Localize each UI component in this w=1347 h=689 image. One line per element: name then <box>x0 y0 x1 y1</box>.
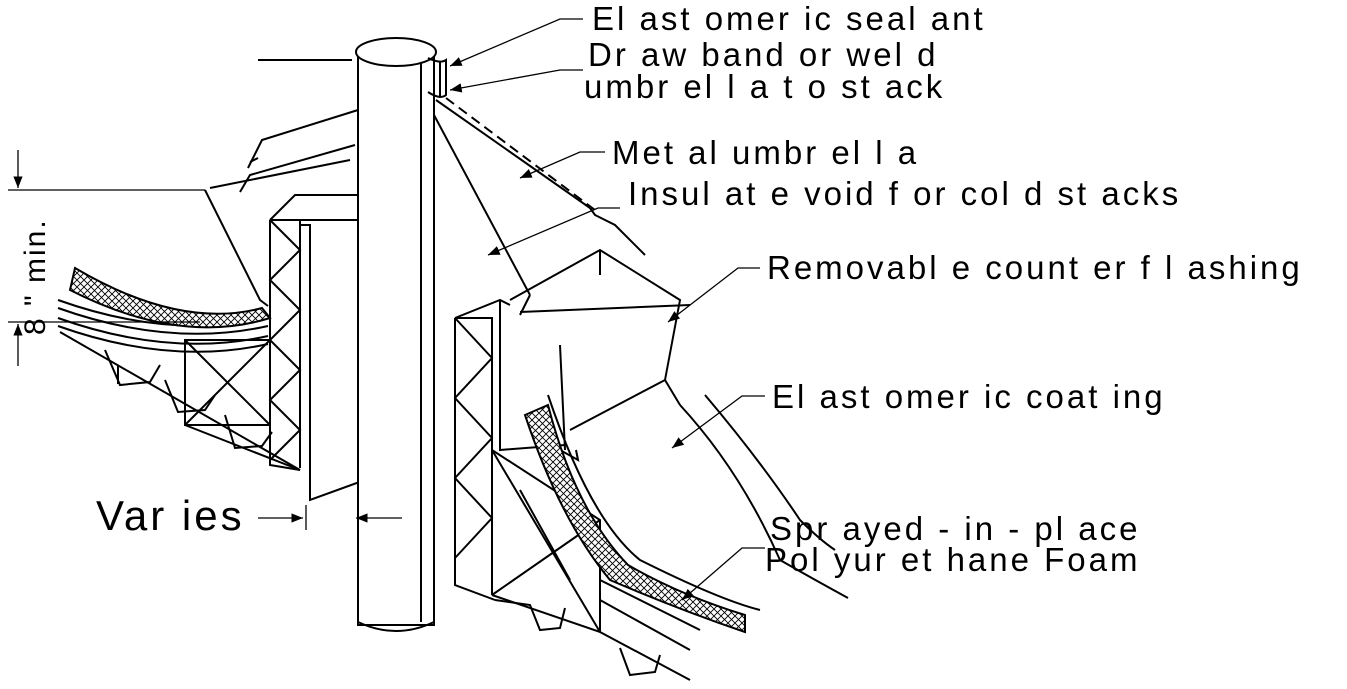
elastomeric-coating <box>547 394 849 611</box>
leader-lines <box>258 18 765 601</box>
left-curb <box>268 194 366 502</box>
left-roof-deck <box>59 331 301 471</box>
label-sprayed-foam-line1: Spr ayed - in - pl ace <box>770 510 1140 547</box>
label-metal-umbrella: Met al umbr el l a <box>612 134 919 171</box>
right-wood-nailer <box>491 449 601 634</box>
right-foam-layer <box>523 403 746 634</box>
left-counterflashing <box>204 59 359 307</box>
label-varies: Var ies <box>96 492 245 539</box>
label-removable-counterflashing: Removabl e count er f l ashing <box>767 249 1303 286</box>
right-roof-deck <box>494 579 701 681</box>
right-curb <box>453 298 566 601</box>
callout-labels: El ast omer ic seal ant Dr aw band or we… <box>96 0 1303 578</box>
vent-stack <box>355 37 447 632</box>
dimension-8-min: 8 " min. <box>8 150 205 366</box>
label-sprayed-foam-line2: Pol yur et hane Foam <box>765 541 1141 578</box>
left-roof-section: 8 " min. <box>8 59 366 502</box>
label-elastomeric-sealant: El ast omer ic seal ant <box>592 0 986 37</box>
label-draw-band-line2: umbr el l a t o st ack <box>584 68 945 105</box>
right-counterflashing <box>509 248 691 462</box>
label-draw-band-line1: Dr aw band or wel d <box>588 36 938 73</box>
dimension-label: 8 " min. <box>19 218 52 335</box>
label-insulate-void: Insul at e void f or col d st acks <box>628 175 1181 212</box>
label-elastomeric-coating: El ast omer ic coat ing <box>772 378 1166 415</box>
right-roof-section <box>433 97 849 681</box>
left-foam-layer <box>68 266 272 329</box>
metal-umbrella <box>433 97 646 316</box>
draw-band <box>427 57 447 98</box>
left-wood-nailer <box>184 339 301 471</box>
